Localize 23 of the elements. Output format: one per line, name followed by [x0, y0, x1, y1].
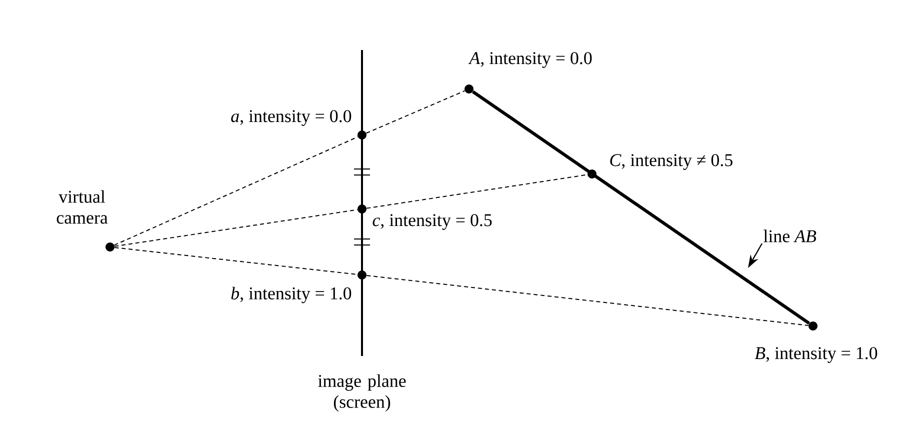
- point-label: B, intensity = 1.0: [754, 347, 878, 363]
- point-label: virtual camera: [56, 190, 108, 224]
- point-label: A, intensity = 0.0: [468, 52, 592, 68]
- point-dot: [464, 84, 474, 94]
- sight-line: [366, 174, 588, 209]
- point-dot: [358, 270, 366, 280]
- sight-line: [114, 136, 358, 246]
- sight-line: [114, 247, 358, 275]
- line-segment: [472, 90, 810, 325]
- point-label: C, intensity ≠ 0.5: [610, 154, 732, 170]
- point-dot: [358, 204, 366, 214]
- sight-line: [114, 209, 358, 247]
- point-label: c, intensity = 0.5: [372, 214, 492, 230]
- sight-line: [366, 275, 809, 326]
- point-dot: [588, 170, 596, 178]
- point-label: b, intensity = 1.0: [231, 286, 352, 304]
- plane-label: image plane (screen): [318, 374, 406, 412]
- line-label: line AB: [764, 230, 816, 242]
- point-label: a, intensity = 0.0: [231, 110, 352, 126]
- point-dot: [106, 242, 114, 252]
- point-dot: [808, 322, 818, 330]
- sight-line: [366, 90, 466, 134]
- point-dot: [358, 130, 366, 140]
